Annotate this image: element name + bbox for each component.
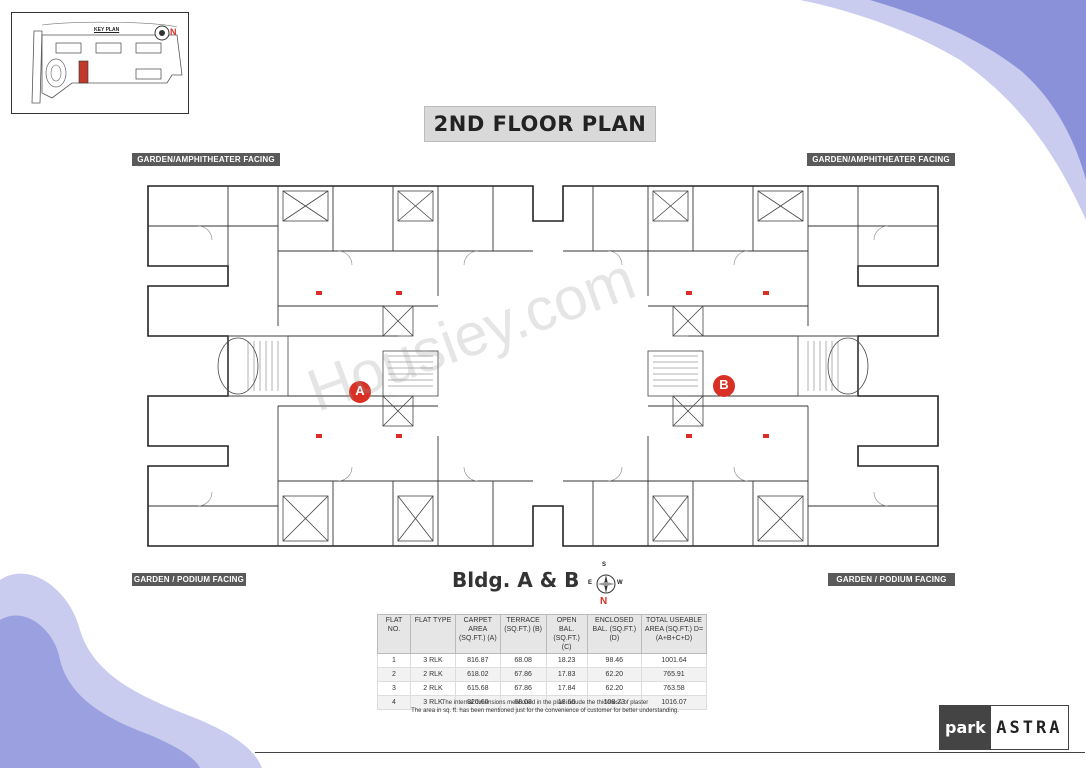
cell: 17.83 <box>545 667 588 682</box>
note-area: The area in sq. ft. has been mentioned j… <box>411 708 679 714</box>
key-plan-map <box>31 21 183 104</box>
note-dimensions: The internal dimensions mentioned in the… <box>441 700 649 706</box>
cell: 68.08 <box>499 653 547 668</box>
tag-top-left: GARDEN/AMPHITHEATER FACING <box>132 153 280 166</box>
cell: 1001.64 <box>641 653 707 668</box>
bottom-rule <box>255 752 1085 753</box>
building-b-marker-circle <box>713 375 735 397</box>
cell: 18.23 <box>545 653 588 668</box>
header-carpet-area: CARPET AREA (SQ.FT.) (A) <box>455 614 501 654</box>
compass-e-label: E <box>588 580 593 586</box>
cell: 17.84 <box>545 681 588 696</box>
building-label: Bldg. A & B <box>452 568 580 592</box>
cell: 3 RLK <box>410 695 456 710</box>
tag-bottom-right: GARDEN / PODIUM FACING <box>828 573 955 586</box>
cell: 816.87 <box>455 653 501 668</box>
tag-bottom-left: GARDEN / PODIUM FACING <box>132 573 246 586</box>
cell: 68.08 <box>499 695 547 710</box>
cell: 67.86 <box>499 681 547 696</box>
cell: 3 RLK <box>410 653 456 668</box>
cell: 3 <box>377 681 411 696</box>
building-a-marker-circle <box>349 381 371 403</box>
tag-top-right: GARDEN/AMPHITHEATER FACING <box>807 153 955 166</box>
header-total-area: TOTAL USEABLE AREA (SQ.FT.) D=(A+B+C+D) <box>641 614 707 654</box>
logo-park: park <box>940 706 991 749</box>
key-plan-north-label: N <box>170 27 177 37</box>
key-plan-compass-icon <box>154 25 170 41</box>
cell: 2 RLK <box>410 681 456 696</box>
cell: 820.60 <box>455 695 501 710</box>
header-flat-type: FLAT TYPE <box>410 614 456 654</box>
floor-plan-drawing <box>147 185 939 547</box>
cell: 67.86 <box>499 667 547 682</box>
cell: 62.20 <box>586 681 643 696</box>
header-terrace: TERRACE (SQ.FT.) (B) <box>499 614 547 654</box>
table-row: 4 3 RLK 820.60 68.08 18.66 108.73 1016.0… <box>377 695 707 710</box>
cell: 618.02 <box>455 667 501 682</box>
building-a-marker: A <box>355 383 365 398</box>
header-flat-no: FLAT NO. <box>377 614 411 654</box>
area-table: FLAT NO. FLAT TYPE CARPET AREA (SQ.FT.) … <box>377 614 707 710</box>
cell: 1 <box>377 653 411 668</box>
cell: 763.58 <box>641 681 707 696</box>
cell: 4 <box>377 695 411 710</box>
cell: 62.20 <box>586 667 643 682</box>
logo-astra: ASTRA <box>996 717 1063 738</box>
compass-s-label: S <box>602 562 607 568</box>
cell: 98.46 <box>586 653 643 668</box>
cell: 615.68 <box>455 681 501 696</box>
park-astra-logo: park ASTRA <box>939 705 1069 750</box>
page-title: 2ND FLOOR PLAN <box>433 112 647 136</box>
key-plan: KEY PLAN N <box>11 12 189 114</box>
top-right-blob <box>800 0 1086 220</box>
building-b-marker: B <box>719 377 729 392</box>
cell: 1016.07 <box>641 695 707 710</box>
header-enclosed-bal: ENCLOSED BAL. (SQ.FT.) (D) <box>586 614 643 654</box>
area-table-header-row: FLAT NO. FLAT TYPE CARPET AREA (SQ.FT.) … <box>377 614 707 654</box>
table-row: 3 2 RLK 615.68 67.86 17.84 62.20 763.58 <box>377 681 707 696</box>
cell: 765.91 <box>641 667 707 682</box>
compass-icon <box>596 574 616 594</box>
compass-n-label: N <box>600 596 608 607</box>
compass-w-label: W <box>617 580 623 586</box>
table-row: 2 2 RLK 618.02 67.86 17.83 62.20 765.91 <box>377 667 707 682</box>
cell: 18.66 <box>545 695 588 710</box>
cell: 2 <box>377 667 411 682</box>
cell: 108.73 <box>586 695 643 710</box>
bottom-left-blob <box>0 573 262 768</box>
table-row: 1 3 RLK 816.87 68.08 18.23 98.46 1001.64 <box>377 653 707 668</box>
title-box: 2ND FLOOR PLAN <box>424 106 656 142</box>
cell: 2 RLK <box>410 667 456 682</box>
header-open-bal: OPEN BAL. (SQ.FT.) (C) <box>545 614 588 654</box>
key-plan-title: KEY PLAN <box>94 27 120 33</box>
